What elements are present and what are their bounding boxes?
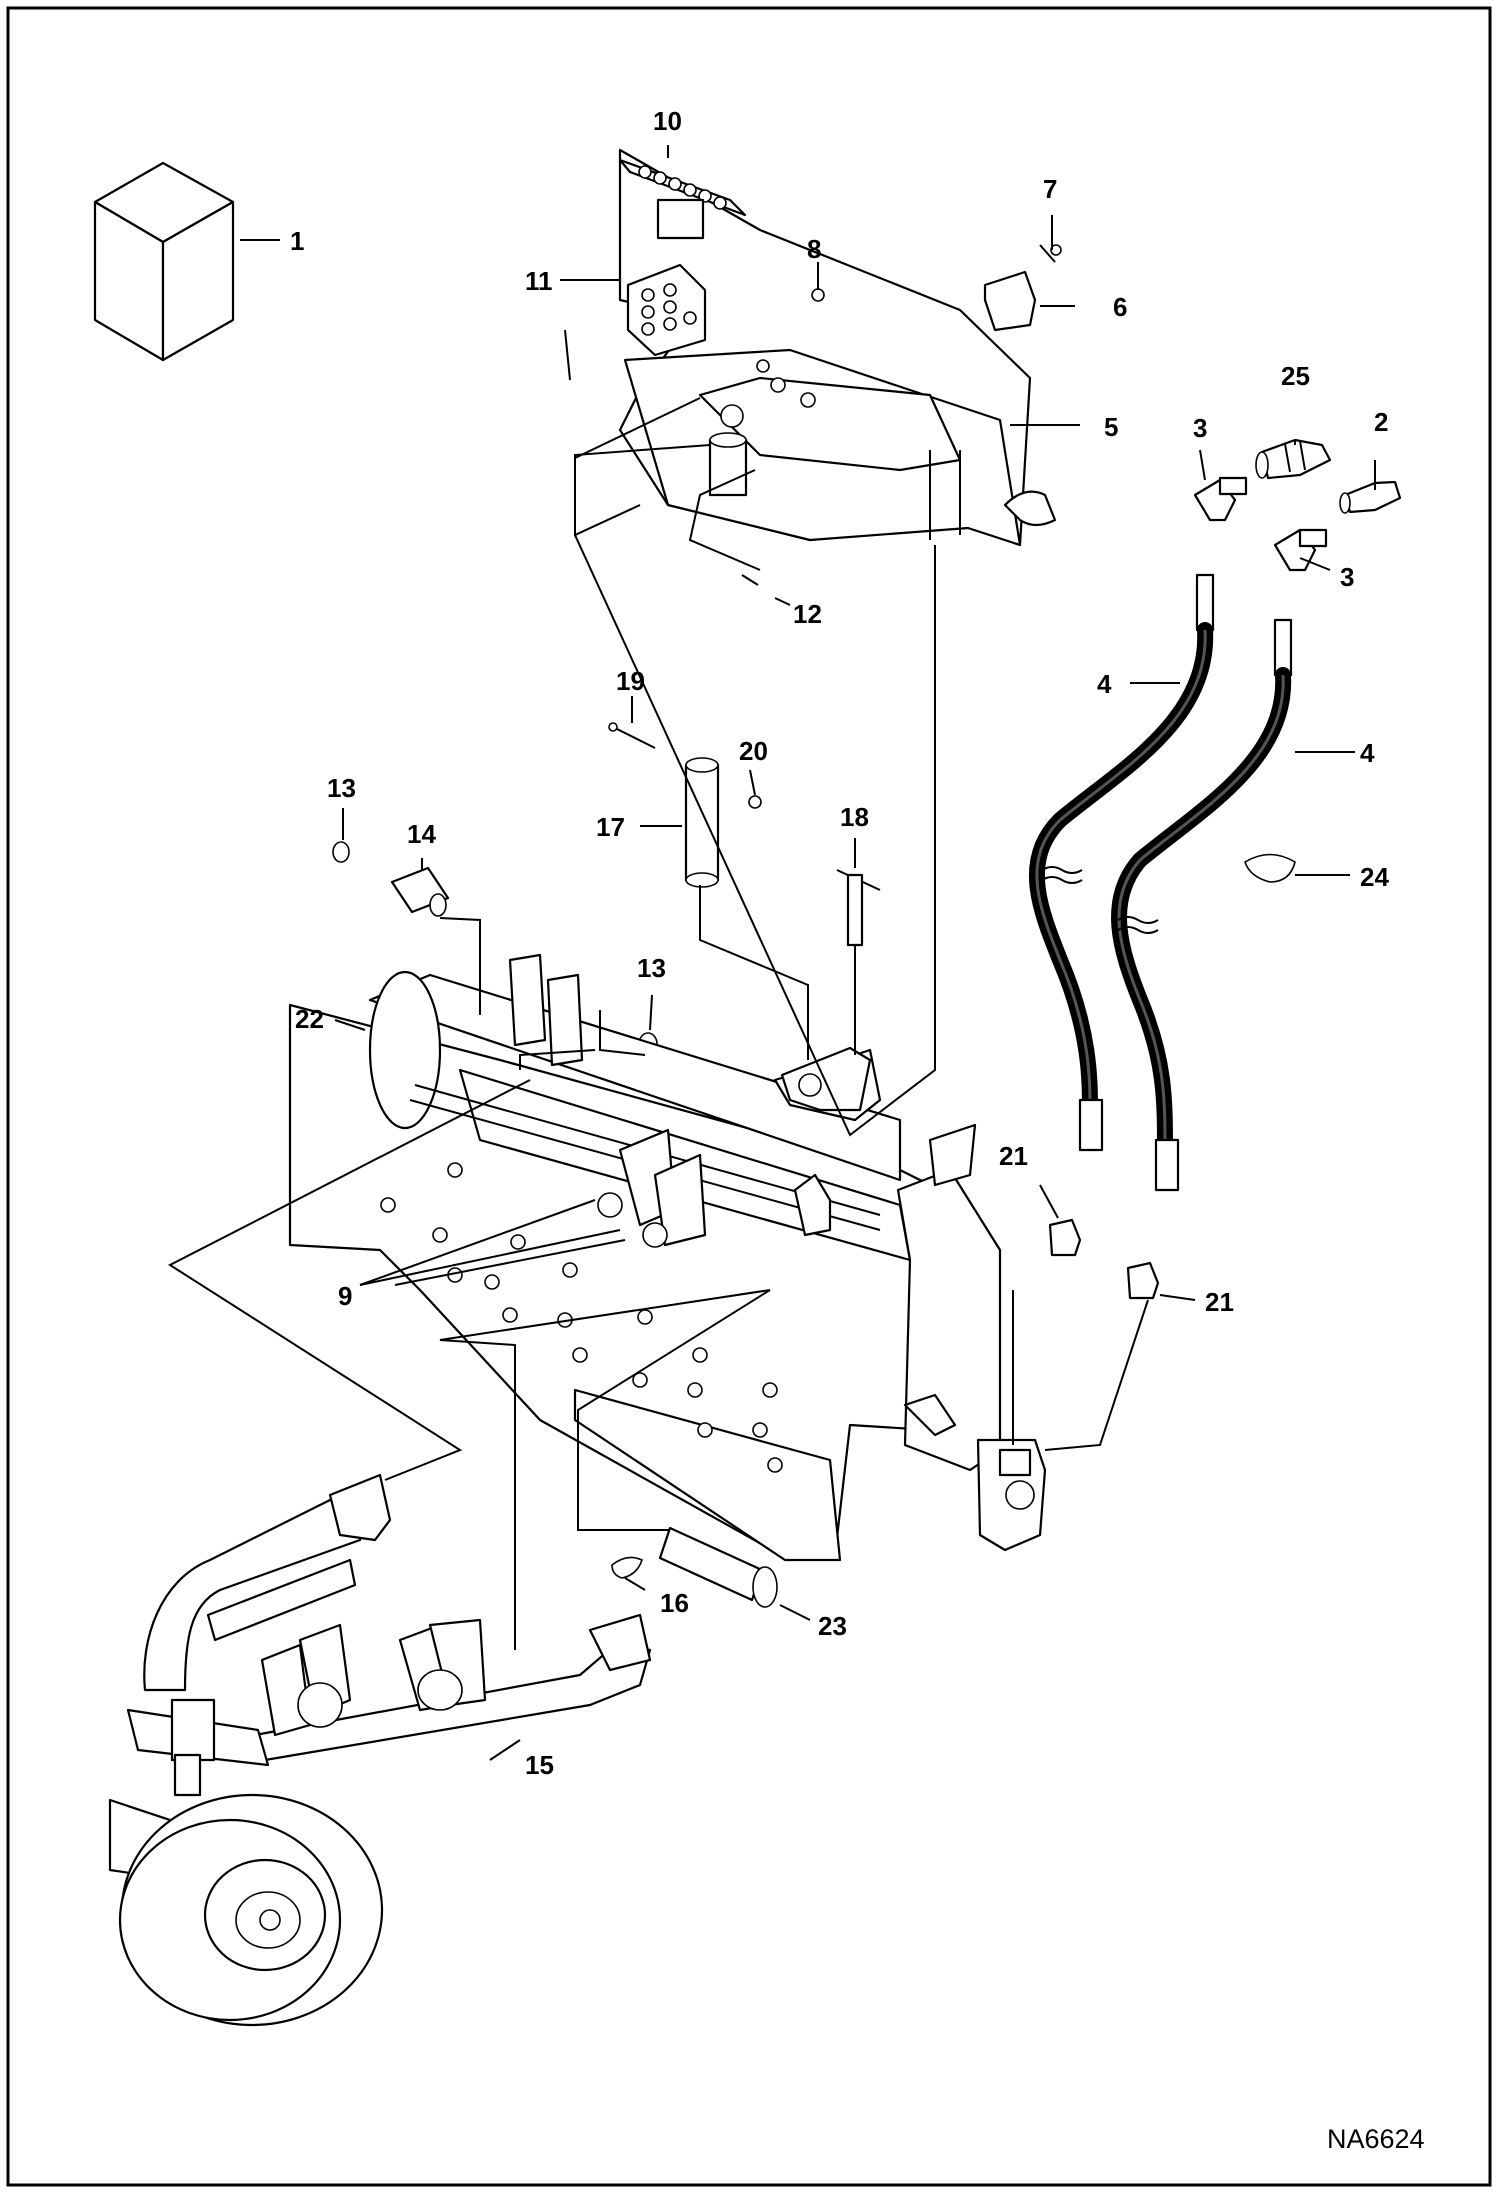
nut-part-8 <box>811 288 825 302</box>
assembly-lines <box>167 397 1149 1650</box>
elbow-fitting-part-3a <box>1193 476 1248 522</box>
callout-23: 23 <box>818 1611 847 1641</box>
callout-13-left: 13 <box>327 773 356 803</box>
pin-part-17 <box>684 757 720 888</box>
caster-wheel <box>118 1793 384 2027</box>
bracket-part-6 <box>983 270 1037 332</box>
callout-11: 11 <box>525 266 553 296</box>
callout-13-center: 13 <box>637 953 666 983</box>
callout-21-upper: 21 <box>999 1141 1028 1171</box>
wheel-frame-part-15 <box>126 1473 652 1797</box>
callout-8: 8 <box>807 234 821 264</box>
callout-4-right: 4 <box>1360 738 1375 768</box>
coupler-part-2 <box>1339 480 1402 514</box>
callout-21-lower: 21 <box>1205 1287 1234 1317</box>
hose-break-marks <box>1041 866 1159 934</box>
callout-24: 24 <box>1360 862 1389 892</box>
hydraulic-hose-part-4b <box>1111 618 1293 1192</box>
callout-2: 2 <box>1374 407 1388 437</box>
bolt-part-7 <box>1039 244 1062 263</box>
callout-labels: 1 2 3 3 4 4 5 6 7 8 9 10 11 12 13 13 14 … <box>290 106 1389 1780</box>
clip-part-16 <box>611 1556 643 1579</box>
nut-part-20 <box>748 795 762 809</box>
hydraulic-hose-part-4a <box>1029 573 1215 1152</box>
callout-25: 25 <box>1281 361 1310 391</box>
elbow-fitting-part-3b <box>1273 528 1328 572</box>
callout-14: 14 <box>407 819 436 849</box>
callout-4-left: 4 <box>1097 669 1112 699</box>
callout-20: 20 <box>739 736 768 766</box>
figure-id: NA6624 <box>1327 2124 1425 2154</box>
mounting-frame-part <box>618 148 1057 547</box>
callout-19: 19 <box>616 666 645 696</box>
t-handle-pin-part-18 <box>836 869 881 955</box>
cable-tie-part-24 <box>1244 853 1296 883</box>
hydraulic-motor <box>976 1438 1047 1552</box>
callout-1: 1 <box>290 226 304 256</box>
callout-10: 10 <box>653 106 682 136</box>
callout-6: 6 <box>1113 292 1127 322</box>
lever-arm <box>780 1046 872 1112</box>
callout-16: 16 <box>660 1588 689 1618</box>
diagram-border <box>6 6 1492 2187</box>
teeth-row <box>380 1162 783 1473</box>
screw-part-12 <box>741 574 759 586</box>
pin-part-23 <box>658 1526 778 1608</box>
roll-pin-part-19 <box>608 722 656 749</box>
valve-block-part-10 <box>618 158 747 240</box>
callout-15: 15 <box>525 1750 554 1780</box>
callout-18: 18 <box>840 802 869 832</box>
callout-7: 7 <box>1043 174 1057 204</box>
quick-coupler-part-25 <box>1255 438 1332 480</box>
callout-12: 12 <box>793 599 822 629</box>
adapter-fitting-part-21a <box>1048 1218 1082 1257</box>
adapter-fitting-part-21b <box>1126 1261 1160 1300</box>
callout-9: 9 <box>338 1281 352 1311</box>
callout-5: 5 <box>1104 412 1118 442</box>
valve-block-part-11 <box>626 263 707 357</box>
o-ring-part-13a <box>332 841 350 863</box>
callout-3-lower: 3 <box>1340 562 1354 592</box>
callout-3-upper: 3 <box>1193 413 1207 443</box>
callout-17: 17 <box>596 812 625 842</box>
callout-22: 22 <box>295 1004 324 1034</box>
bushing-part-14 <box>390 866 450 917</box>
kit-box-part <box>93 161 235 362</box>
housing-part-22 <box>288 970 982 1562</box>
